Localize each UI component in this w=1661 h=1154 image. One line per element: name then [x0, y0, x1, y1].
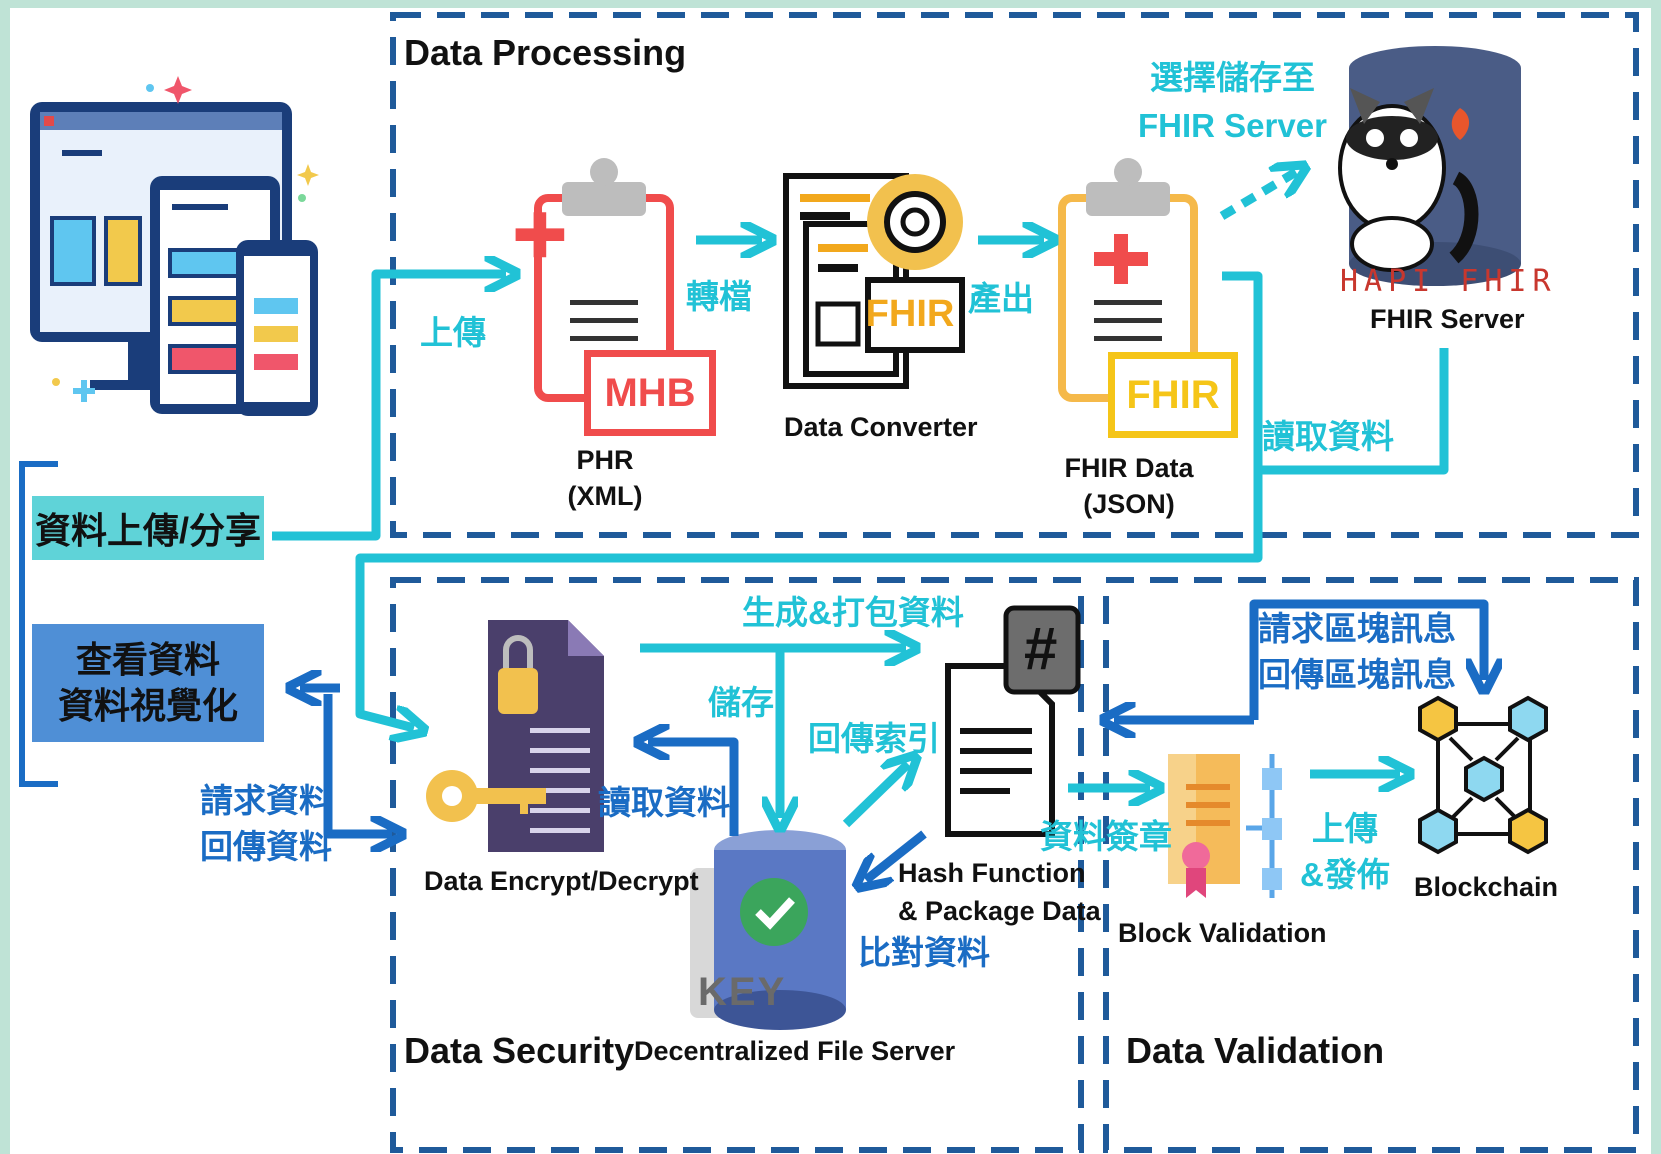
- hapi-fhir-logo-text: HAPI FHIR: [1340, 264, 1557, 299]
- fhir-server-label: FHIR Server: [1370, 304, 1525, 334]
- fhir-data-name: FHIR Data: [1064, 453, 1194, 483]
- choose-server-line2: FHIR Server: [1138, 107, 1327, 144]
- diagram-graphics: [19, 12, 1639, 1153]
- choose-server-line1: 選擇儲存至: [1149, 59, 1315, 96]
- publish-line1: 上傳: [1311, 810, 1378, 847]
- encrypt-label: Data Encrypt/Decrypt: [424, 866, 699, 896]
- encrypt-decrypt-icon: [426, 620, 604, 852]
- blue-arrows: [300, 599, 1484, 880]
- key-label: KEY: [698, 970, 787, 1014]
- read-server-arrow: [1258, 348, 1449, 475]
- hash-document-icon: [945, 605, 1081, 837]
- read-key-arrow: [648, 742, 739, 836]
- return-block-label: 回傳區塊訊息: [1258, 656, 1456, 693]
- upload-share-box: 資料上傳/分享: [32, 496, 264, 560]
- phr-clipboard-icon: [515, 158, 674, 402]
- view-data-label: 查看資料: [75, 639, 220, 680]
- hash-function-text: Hash Function: [898, 858, 1086, 888]
- fhir-data-label: FHIR Data (JSON): [1064, 450, 1194, 522]
- choose-server-arrow: [1219, 172, 1296, 220]
- security-border: [390, 577, 1084, 1153]
- block-validation-icon: [1168, 754, 1282, 898]
- request-block-label: 請求區塊訊息: [1258, 610, 1456, 647]
- fhir-data-format: (JSON): [1083, 489, 1175, 519]
- section-title-security: Data Security: [404, 1030, 635, 1071]
- publish-label: 上傳 &發佈: [1300, 806, 1390, 898]
- hash-label: Hash Function & Package Data: [898, 854, 1101, 930]
- upload-arrow-label: 上傳: [420, 314, 486, 351]
- converter-fhir-text: FHIR: [865, 292, 955, 335]
- view-data-box: 查看資料 資料視覺化: [32, 624, 264, 742]
- devices-icon: [30, 76, 319, 416]
- hapi-fhir-server-icon: [1338, 46, 1521, 286]
- blockchain-label: Blockchain: [1414, 872, 1559, 902]
- convert-arrow-label: 轉檔: [686, 278, 752, 315]
- publish-line2: &發佈: [1300, 856, 1390, 893]
- blockchain-icon: [1418, 695, 1548, 855]
- output-arrow-label: 產出: [968, 280, 1034, 317]
- block-request-arrow: [1249, 599, 1484, 720]
- compare-arrow: [866, 830, 927, 880]
- file-server-icon: [690, 830, 846, 1030]
- package-data-text: & Package Data: [898, 896, 1101, 926]
- return-index-arrow: [842, 764, 908, 828]
- generate-label: 生成&打包資料: [742, 594, 964, 631]
- sign-label: 資料簽章: [1040, 818, 1172, 855]
- read-key-label: 讀取資料: [598, 784, 730, 821]
- return-loop-arrow: [355, 271, 1263, 728]
- validation-border: [1103, 577, 1639, 1153]
- block-message-label: 請求區塊訊息 回傳區塊訊息: [1258, 606, 1456, 698]
- mhb-badge: MHB: [584, 350, 716, 436]
- return-data-label: 回傳資料: [200, 828, 332, 865]
- request-data-arrow: [323, 694, 392, 834]
- request-data-label: 請求資料: [200, 782, 332, 819]
- phr-name: PHR: [576, 445, 634, 475]
- section-title-validation: Data Validation: [1126, 1030, 1385, 1071]
- choose-server-label: 選擇儲存至 FHIR Server: [1138, 54, 1327, 150]
- request-return-label: 請求資料 回傳資料: [200, 778, 332, 870]
- architecture-diagram: Data Processing Data Security Data Valid…: [10, 8, 1651, 1154]
- hash-symbol: #: [1024, 615, 1058, 682]
- left-bracket: [19, 461, 58, 787]
- fhir-badge: FHIR: [1108, 352, 1238, 438]
- converter-label: Data Converter: [784, 412, 978, 442]
- block-validation-label: Block Validation: [1118, 918, 1327, 948]
- converter-icon: [783, 173, 965, 389]
- phr-label: PHR (XML): [558, 442, 652, 514]
- file-server-label: Decentralized File Server: [634, 1036, 956, 1066]
- return-index-label: 回傳索引: [808, 720, 940, 757]
- cyan-arrows: [272, 172, 1449, 828]
- fhir-data-clipboard-icon: [1058, 158, 1198, 402]
- section-title-processing: Data Processing: [404, 32, 687, 73]
- upload-arrow: [272, 274, 506, 541]
- read-data-label: 讀取資料: [1262, 418, 1394, 455]
- store-label: 儲存: [708, 684, 774, 721]
- phr-format: (XML): [567, 481, 643, 511]
- compare-label: 比對資料: [858, 934, 990, 971]
- visualization-label: 資料視覺化: [57, 685, 238, 726]
